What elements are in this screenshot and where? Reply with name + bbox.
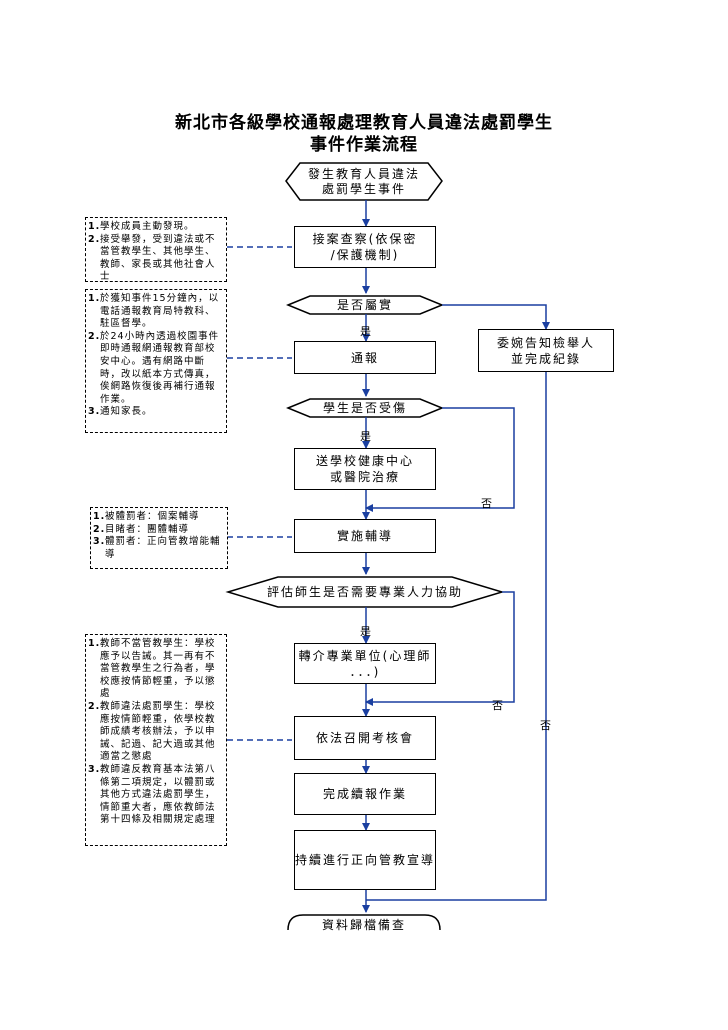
hospital-treatment-box: 送學校健康中心 或醫院治療 (294, 448, 436, 490)
note-item: 3.體罰者：正向管教增能輔導 (93, 536, 221, 560)
edge-yes-1: 是 (360, 325, 371, 338)
intake-investigation-box: 接案查察(依保密 /保護機制) (294, 226, 436, 268)
note-item: 1.被體罰者：個案輔導 (93, 511, 200, 522)
page-title: 新北市各級學校通報處理教育人員違法處罰學生 (175, 113, 553, 133)
note-item: 1.教師不當管教學生：學校應予以告誡。其一再有不當管教學生之行為者，學校應按情節… (88, 638, 216, 700)
note-intake-sources: 1.學校成員主動發現。 2.接受舉發，受到違法或不當管教學生、其他學生、教師、家… (85, 217, 227, 282)
edge-no-2: 否 (492, 699, 503, 712)
page-subtitle: 事件作業流程 (310, 135, 418, 155)
edge-yes-3: 是 (360, 625, 371, 638)
followup-report-box: 完成續報作業 (294, 773, 436, 815)
archive-terminator (287, 914, 441, 931)
edge-no-3: 否 (540, 719, 551, 732)
note-counseling-targets: 1.被體罰者：個案輔導 2.目睹者：團體輔導 3.體罰者：正向管教增能輔導 (90, 507, 228, 569)
note-item: 1.學校成員主動發現。 (88, 221, 195, 232)
note-item: 3.教師違反教育基本法第八條第二項規定，以體罰或其他方式違法處罰學生，情節重大者… (88, 763, 216, 826)
note-penalties: 1.教師不當管教學生：學校應予以告誡。其一再有不當管教學生之行為者，學校應按情節… (85, 634, 227, 846)
note-item: 2.教師違法處罰學生：學校應按情節輕重，依學校教師成績考核辦法，予以申誡、記過、… (88, 700, 216, 763)
note-item: 2.接受舉發，受到違法或不當管教學生、其他學生、教師、家長或其他社會人士 (88, 233, 216, 282)
note-item: 1.於獲知事件15分鐘內，以電話通報教育局特教科、駐區督學。 (88, 293, 220, 330)
start-event-label: 發生教育人員違法 處罰學生事件 (307, 167, 420, 196)
start-hexagon (285, 162, 443, 201)
counseling-box: 實施輔導 (294, 519, 436, 553)
note-report-steps: 1.於獲知事件15分鐘內，以電話通報教育局特教科、駐區督學。 2.於24小時內透… (85, 289, 227, 433)
archive-label: 資料歸檔備查 (321, 918, 406, 932)
edge-yes-2: 是 (360, 430, 371, 443)
note-item: 2.於24小時內透過校園事件即時通報網通報教育部校安中心。遇有網路中斷時，改以紙… (88, 330, 220, 405)
inform-reporter-box: 委婉告知檢舉人 並完成紀錄 (478, 329, 614, 372)
decision-verified-label: 是否屬實 (336, 297, 393, 312)
report-box: 通報 (294, 341, 436, 374)
note-item: 3.通知家長。 (88, 406, 153, 418)
review-meeting-box: 依法召開考核會 (294, 716, 436, 760)
decision-assist-label: 評估師生是否需要專業人力協助 (266, 584, 463, 599)
education-box: 持續進行正向管教宣導 (294, 830, 436, 890)
edge-no-1: 否 (481, 497, 492, 510)
decision-injury-label: 學生是否受傷 (322, 400, 407, 415)
referral-box: 轉介專業單位(心理師 ．．．) (294, 643, 436, 684)
note-item: 2.目睹者：團體輔導 (93, 523, 190, 535)
